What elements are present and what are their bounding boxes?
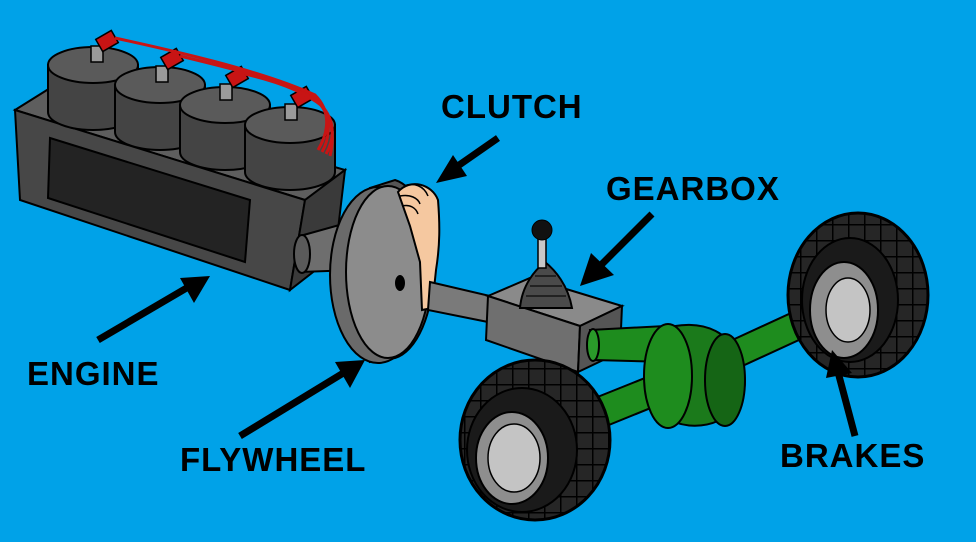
engine-arrow: [96, 276, 210, 344]
engine: [12, 29, 357, 293]
arrows: [96, 135, 859, 439]
clutch-arrow: [436, 135, 500, 183]
gearbox-label: GEARBOX: [606, 170, 780, 207]
left-wheel: [458, 358, 612, 522]
brakes-arrow: [826, 350, 859, 437]
flywheel-hub: [395, 275, 405, 291]
clutch-sleeve: [426, 280, 492, 324]
differential: [643, 323, 747, 429]
right-wheel: [786, 211, 930, 379]
spark-plug-leads: [114, 36, 334, 157]
cylinder: [244, 106, 336, 191]
brakes-label: BRAKES: [780, 437, 926, 474]
flywheel-label: FLYWHEEL: [180, 441, 367, 478]
gearbox-arrow: [580, 211, 655, 286]
engine-panel: [46, 136, 252, 264]
spark-plugs: [90, 45, 298, 121]
flywheel: [329, 178, 435, 364]
engine-label: ENGINE: [27, 355, 160, 392]
clutch-label: CLUTCH: [441, 88, 583, 125]
flywheel-arrow: [238, 360, 365, 439]
gear-knob: [531, 219, 553, 241]
